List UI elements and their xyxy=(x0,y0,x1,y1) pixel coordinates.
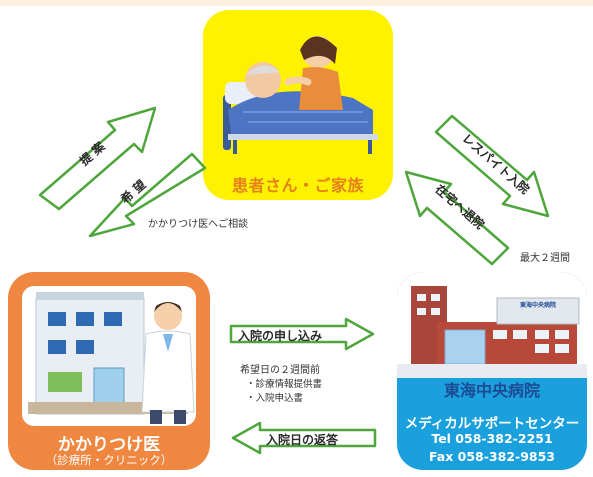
referral-letter-note: ・診療情報提供書 xyxy=(246,379,323,390)
admission-application-arrow xyxy=(229,317,375,351)
hospital-building-illustration xyxy=(397,272,587,378)
hospital-tel: Tel 058-382-2251 xyxy=(431,431,553,446)
consult-note: かかりつけ医へご相談 xyxy=(148,219,249,230)
hospital-building-sign: 東海中央病院 xyxy=(519,302,556,309)
admission-application-label: 入院の申し込み xyxy=(238,329,323,343)
hospital-name: 東海中央病院 xyxy=(443,381,540,400)
two-weeks-before-note: 希望日の２週間前 xyxy=(240,365,320,376)
application-form-note: ・入院申込書 xyxy=(246,393,304,404)
hope-arrow xyxy=(88,152,207,238)
propose-arrow xyxy=(38,106,157,211)
respite-admission-arrow xyxy=(434,114,550,218)
patient-family-box: 患者さん・ご家族 xyxy=(203,10,393,200)
patient-family-label: 患者さん・ご家族 xyxy=(231,176,364,195)
medical-support-center-label: メディカルサポートセンター xyxy=(404,416,580,432)
patient-illustration xyxy=(223,36,378,154)
max-two-weeks-note: 最大２週間 xyxy=(520,253,570,264)
hospital-box: 東海中央病院 東海中央病院 メディカルサポートセンター Tel 058-382-… xyxy=(397,272,587,470)
return-home-arrow xyxy=(404,170,510,266)
family-doctor-box: かかりつけ医 （診療所・クリニック） xyxy=(8,272,210,470)
family-doctor-title: かかりつけ医 xyxy=(57,435,161,455)
hospital-fax: Fax 058-382-9853 xyxy=(428,449,555,464)
admission-date-reply-arrow xyxy=(231,421,377,455)
admission-date-reply-label: 入院日の返答 xyxy=(266,433,339,447)
top-divider xyxy=(0,0,593,6)
family-doctor-subtitle: （診療所・クリニック） xyxy=(45,453,173,467)
clinic-illustration xyxy=(22,286,196,426)
